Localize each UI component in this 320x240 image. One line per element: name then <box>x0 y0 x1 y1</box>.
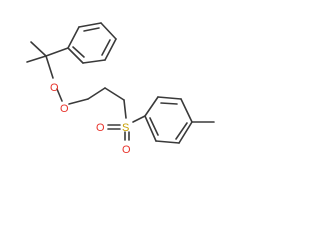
sulfonyl-bonds <box>107 115 146 141</box>
oxygen-label-1: O <box>50 82 59 94</box>
oxygen-label-2: O <box>60 103 69 115</box>
sulfonyl-oxygen-left: O <box>96 122 105 134</box>
molecule-structure: O O S O O <box>26 22 215 156</box>
sulfonyl-oxygen-bottom: O <box>122 144 131 156</box>
tolyl-ring <box>144 96 215 144</box>
phenyl-ring <box>67 22 117 64</box>
peroxide-linker <box>56 87 127 119</box>
sulfur-label: S <box>122 122 129 134</box>
cumyl-carbon <box>26 41 69 79</box>
